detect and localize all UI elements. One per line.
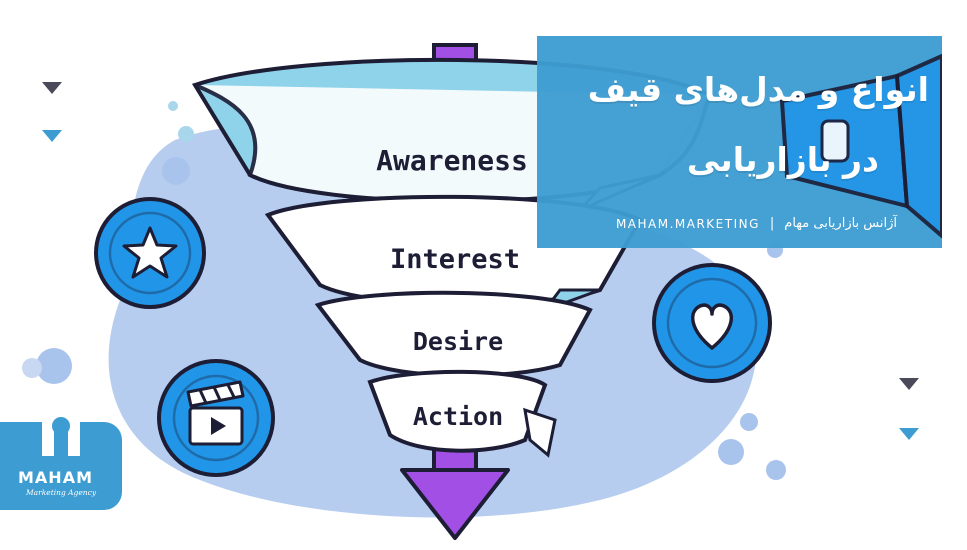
deco-dot <box>22 358 42 378</box>
agency-website: MAHAM.MARKETING <box>615 216 760 231</box>
agency-name: آژانس بازاریابی مهام <box>784 216 897 231</box>
brand-tagline: Marketing Agency <box>26 488 97 497</box>
triangle-marker <box>42 82 62 94</box>
stage-label-desire: Desire <box>413 327 503 356</box>
funnel-band-action <box>367 369 557 458</box>
page-title-line2: در بازاریابی <box>686 140 879 179</box>
deco-dot <box>36 348 72 384</box>
stage-label-action: Action <box>413 402 503 431</box>
deco-dot <box>740 413 758 431</box>
deco-dot <box>718 439 744 465</box>
star-icon <box>94 197 206 309</box>
deco-dot <box>178 126 194 142</box>
megaphone-icon <box>779 53 942 239</box>
agency-info: MAHAM.MARKETING | آژانس بازاریابی مهام <box>616 216 897 231</box>
stage-label-awareness: Awareness <box>376 144 528 177</box>
agency-separator: | <box>769 216 775 231</box>
deco-dot <box>766 460 786 480</box>
deco-dot <box>168 101 178 111</box>
page-title-line1: انواع و مدل‌های قیف <box>587 70 929 109</box>
brand-logo-box <box>0 422 122 510</box>
brand-name: MAHAM <box>18 468 93 487</box>
triangle-marker <box>899 378 919 390</box>
triangle-marker <box>899 428 919 440</box>
funnel-arrow-head <box>400 468 510 540</box>
stage-label-interest: Interest <box>390 244 520 275</box>
heart-icon <box>652 263 772 383</box>
deco-dot <box>162 157 190 185</box>
clapperboard-icon <box>157 359 275 477</box>
triangle-marker <box>42 130 62 142</box>
maham-logo-icon <box>42 406 80 456</box>
